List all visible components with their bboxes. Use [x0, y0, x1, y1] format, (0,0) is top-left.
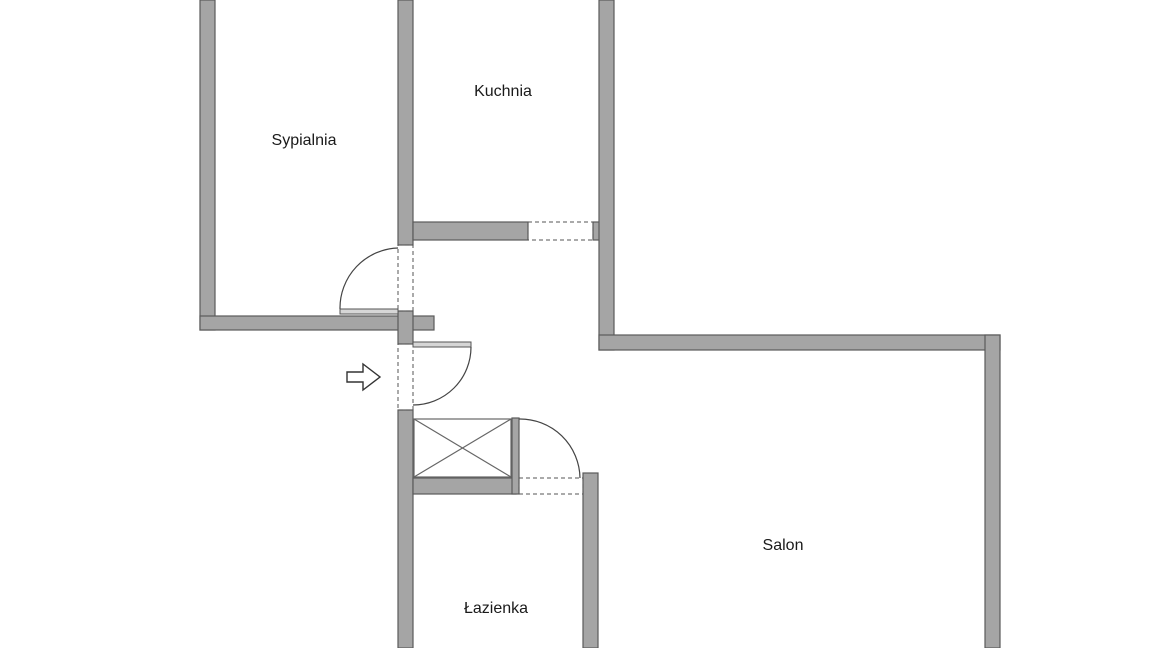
kitchen-right-wall: [598, 0, 615, 351]
bathroom-door-swing: [518, 418, 581, 479]
bedroom-label: Sypialnia: [271, 132, 337, 149]
living-room-right-wall: [984, 334, 1001, 648]
hall-wall-stub: [411, 315, 435, 331]
bathroom-top-wall: [412, 477, 517, 495]
closet-cross-line: [413, 418, 512, 478]
entrance-door-leaf: [412, 341, 472, 348]
hall-wall-segment: [397, 310, 414, 345]
bedroom-door-opening: [397, 244, 414, 312]
bathroom-label: Łazienka: [463, 600, 529, 617]
bathroom-right-wall: [582, 472, 599, 648]
entrance-door-swing: [412, 346, 472, 406]
bathroom-wall-pier: [511, 417, 520, 495]
entrance-door-opening: [397, 343, 414, 411]
bedroom-door-leaf: [339, 308, 399, 315]
bedroom-door-swing: [339, 247, 399, 310]
living-room-top-wall: [598, 334, 1001, 351]
kitchen-label: Kuchnia: [474, 83, 532, 100]
entrance-arrow-icon: [346, 362, 382, 392]
bedroom-bottom-wall: [199, 315, 413, 331]
living-room-label: Salon: [762, 537, 804, 554]
bedroom-kitchen-divider-wall: [397, 0, 414, 246]
bedroom-left-wall: [199, 0, 216, 331]
kitchen-opening: [527, 221, 594, 241]
bathroom-door-opening: [518, 477, 584, 495]
kitchen-bottom-wall: [412, 221, 529, 241]
bathroom-left-wall: [397, 409, 414, 648]
